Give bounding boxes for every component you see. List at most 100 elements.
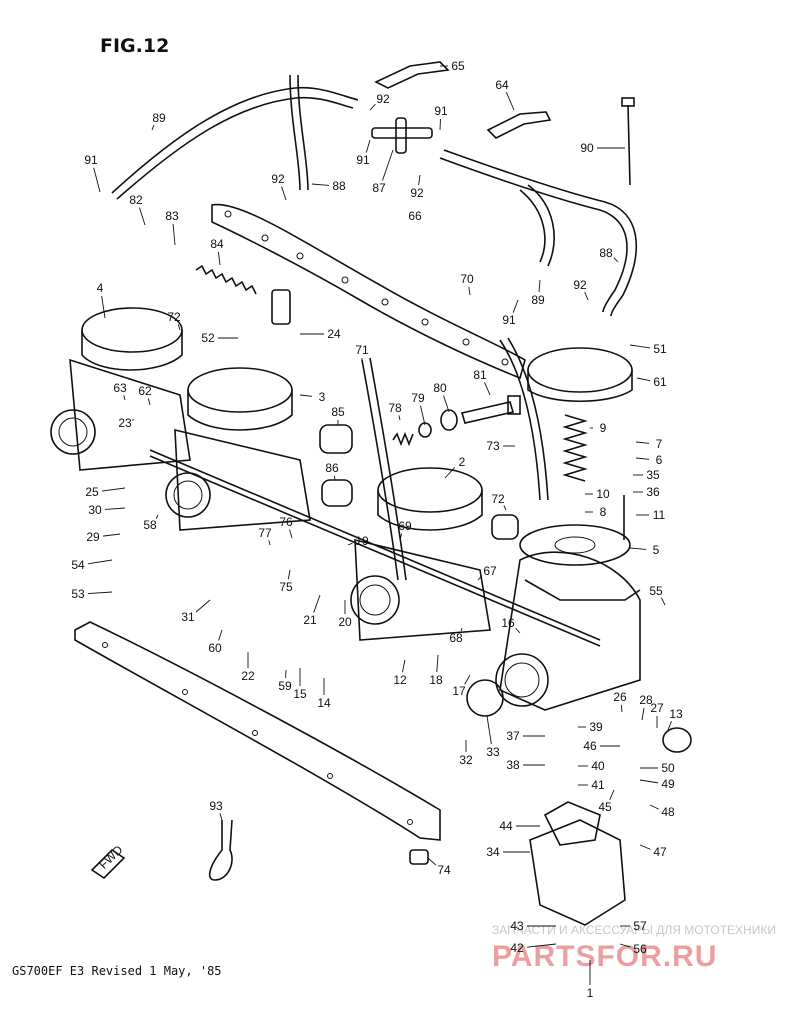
leader-line (635, 457, 650, 460)
leader-line (420, 405, 426, 426)
leader-line (436, 654, 439, 673)
bolt-80 (460, 395, 521, 424)
leader-line (138, 207, 146, 226)
callout-37: 37 (506, 729, 545, 743)
leader-line (484, 381, 491, 396)
callout-62: 62 (138, 384, 152, 406)
carburetor-2 (350, 467, 491, 641)
callout-72: 72 (167, 310, 181, 331)
callout-92: 92 (410, 174, 424, 200)
callout-13: 13 (667, 707, 683, 731)
callout-34: 34 (486, 845, 530, 859)
callout-91: 91 (434, 104, 448, 131)
callout-75: 75 (279, 569, 293, 594)
hose-88-short (289, 74, 309, 191)
callout-50: 50 (640, 761, 675, 775)
callout-28: 28 (639, 693, 653, 721)
throttle-shaft (149, 449, 601, 647)
callout-35: 35 (633, 468, 660, 482)
leader-line (609, 789, 615, 801)
callout-number: 17 (452, 684, 466, 698)
callout-number: 85 (331, 405, 345, 419)
leader-line (635, 441, 650, 444)
hose-88-89-right (439, 149, 638, 317)
callout-number: 22 (241, 669, 255, 683)
hose-89-left (111, 86, 359, 200)
leader-line (661, 597, 666, 606)
callout-number: 28 (639, 693, 653, 707)
callout-38: 38 (506, 758, 545, 772)
leader-line (444, 467, 456, 479)
callout-number: 23 (118, 416, 132, 430)
callout-number: 9 (600, 421, 607, 435)
callout-number: 44 (499, 819, 513, 833)
spring-78 (392, 431, 414, 447)
callout-64: 64 (495, 78, 515, 111)
callout-number: 63 (113, 381, 127, 395)
callout-19: 19 (347, 534, 369, 548)
callout-number: 91 (356, 153, 370, 167)
leader-line (218, 629, 223, 641)
callout-54: 54 (71, 558, 113, 572)
callout-90: 90 (580, 141, 625, 155)
callout-number: 90 (580, 141, 594, 155)
bracket-65 (374, 61, 450, 89)
callout-79: 79 (411, 391, 426, 426)
callout-number: 88 (599, 246, 613, 260)
callout-25: 25 (85, 485, 126, 499)
callout-number: 41 (591, 778, 605, 792)
callout-number: 21 (303, 613, 317, 627)
callout-number: 59 (278, 679, 292, 693)
leader-line (87, 559, 113, 565)
callout-16: 16 (501, 616, 521, 634)
callout-number: 45 (598, 800, 612, 814)
hose-73 (499, 337, 549, 501)
callout-number: 80 (433, 381, 447, 395)
leader-line (486, 715, 492, 745)
callout-43: 43 (510, 919, 556, 933)
callout-number: 60 (208, 641, 222, 655)
callout-number: 71 (355, 343, 369, 357)
callout-number: 77 (258, 526, 272, 540)
callout-number: 8 (600, 505, 607, 519)
leader-line (620, 704, 623, 713)
leader-line (382, 149, 394, 181)
callout-58: 58 (143, 514, 159, 532)
callout-number: 29 (86, 530, 100, 544)
leader-line (268, 540, 271, 546)
callout-83: 83 (165, 209, 179, 246)
callout-77: 77 (258, 526, 272, 546)
callout-number: 31 (181, 610, 195, 624)
leader-line (104, 507, 126, 510)
leader-line (427, 857, 437, 866)
callout-92: 92 (271, 172, 287, 201)
callout-number: 86 (325, 461, 339, 475)
callout-labels: 1234567891011121314151617181920212223242… (71, 59, 683, 1000)
callout-number: 52 (201, 331, 215, 345)
callout-number: 91 (502, 313, 516, 327)
spacer-85 (319, 424, 353, 454)
callout-86: 86 (325, 461, 339, 481)
callout-36: 36 (633, 485, 660, 499)
callout-1: 1 (587, 960, 594, 1000)
callout-60: 60 (208, 629, 223, 655)
callout-21: 21 (303, 594, 321, 627)
leader-line (347, 542, 353, 546)
callout-63: 63 (113, 381, 127, 401)
callout-26: 26 (613, 690, 627, 713)
callout-5: 5 (629, 543, 660, 557)
callout-number: 87 (372, 181, 386, 195)
footer-revision: GS700EF E3 Revised 1 May, '85 (12, 964, 222, 978)
leader-line (217, 251, 221, 266)
callout-number: 73 (486, 439, 500, 453)
leader-line (219, 813, 223, 821)
callout-6: 6 (635, 453, 663, 467)
callout-number: 51 (653, 342, 667, 356)
leader-line (287, 569, 291, 580)
callout-78: 78 (388, 401, 402, 421)
leader-line (313, 594, 321, 613)
callout-number: 25 (85, 485, 99, 499)
leader-line (101, 295, 106, 319)
leader-line (526, 943, 557, 948)
callout-number: 30 (88, 503, 102, 517)
